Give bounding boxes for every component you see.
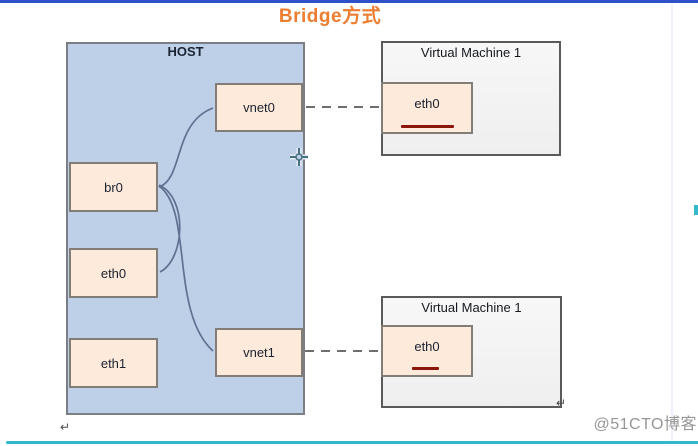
node-eth1[interactable]: eth1 [69, 338, 158, 388]
paragraph-mark: ↵ [556, 396, 567, 410]
host-label: HOST [167, 44, 204, 59]
node-label: br0 [104, 179, 123, 195]
node-label: eth0 [414, 96, 440, 111]
vm1-label: Virtual Machine 1 [420, 45, 522, 60]
node-vnet0[interactable]: vnet0 [215, 83, 303, 132]
node-label: vnet1 [243, 345, 275, 360]
node-eth0[interactable]: eth0 [69, 248, 158, 298]
page-column-line [671, 4, 673, 441]
node-label: eth0 [414, 339, 440, 354]
node-br0[interactable]: br0 [69, 162, 158, 212]
watermark: @51CTO博客 [593, 416, 697, 433]
vm2-node-eth0[interactable]: eth0 [381, 325, 473, 377]
paragraph-mark: ↵ [60, 420, 71, 434]
red-underline [401, 125, 454, 128]
node-label: vnet0 [243, 100, 275, 115]
diagram-title: Bridge方式 [278, 6, 382, 27]
node-label: eth1 [100, 355, 127, 371]
vm1-node-eth0[interactable]: eth0 [381, 82, 473, 134]
scroll-position-marker [694, 205, 698, 215]
node-vnet1[interactable]: vnet1 [215, 328, 303, 377]
bottom-border-line [6, 441, 698, 444]
top-border-line [0, 0, 698, 3]
red-underline [412, 367, 439, 370]
node-label: eth0 [100, 265, 127, 281]
vm2-label: Virtual Machine 1 [421, 300, 522, 315]
